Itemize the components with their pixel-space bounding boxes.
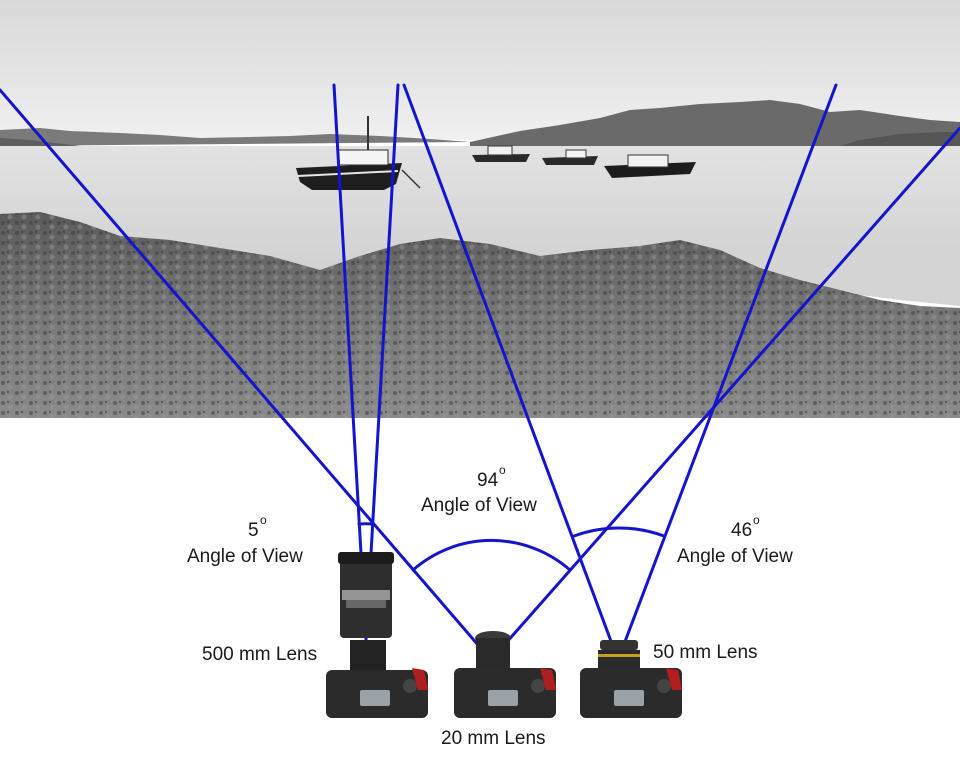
- boat-small-1: [472, 145, 530, 162]
- boat-large: [296, 116, 421, 190]
- normal-angle-caption: Angle of View: [677, 546, 793, 567]
- wide-angle-value: 94: [477, 470, 499, 491]
- tele-angle-value: 5: [248, 520, 259, 541]
- tele-angle-degree-sign: o: [260, 513, 267, 527]
- wide-lens-ray-right: [489, 126, 960, 662]
- wide-angle-caption: Angle of View: [421, 495, 537, 516]
- tele-angle-caption: Angle of View: [187, 546, 303, 567]
- island-right: [470, 100, 960, 146]
- boat-small-2: [542, 149, 598, 165]
- tele-lens-ray-left: [332, 83, 368, 642]
- normal-lens-label: 50 mm Lens: [653, 642, 758, 663]
- tele-lens-label: 500 mm Lens: [202, 644, 317, 665]
- wide-lens-label: 20 mm Lens: [441, 728, 546, 749]
- camera-50mm: [580, 640, 682, 718]
- normal-angle-arc: [572, 526, 666, 538]
- landscape-photo: [0, 0, 960, 418]
- normal-lens-ray-left: [402, 83, 620, 662]
- wide-angle-arc: [411, 539, 572, 572]
- normal-angle-degree-sign: o: [753, 513, 760, 527]
- normal-lens-ray-right: [616, 83, 838, 662]
- view-lines: [0, 83, 960, 662]
- island-left: [0, 128, 470, 146]
- water-right-extension: [700, 250, 960, 306]
- camera-500mm: [326, 552, 428, 718]
- wide-angle-degree-sign: o: [499, 463, 506, 477]
- tele-lens-ray-right: [364, 83, 400, 642]
- wide-lens-ray-left: [0, 88, 493, 662]
- normal-angle-value: 46: [731, 520, 752, 541]
- camera-20mm: [454, 631, 556, 718]
- boat-small-3: [604, 154, 696, 178]
